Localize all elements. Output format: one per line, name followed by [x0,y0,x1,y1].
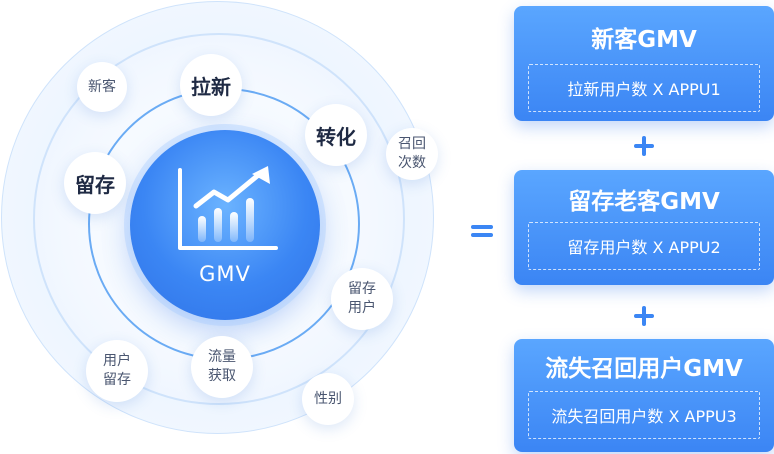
bubble-liucun-yonghu-label: 留存 用户 [348,281,376,316]
bubble-liucun-yonghu: 留存 用户 [331,268,393,330]
bubble-liuliang-huoqu: 流量 获取 [191,336,253,398]
card-formula: 留存用户数 X APPU2 [528,222,760,270]
bubble-zhuanhua-label: 转化 [316,124,356,149]
card-formula: 流失召回用户数 X APPU3 [528,391,760,439]
bubble-zhaohui-cishu: 召回 次数 [386,128,438,180]
growth-chart-icon [178,166,278,250]
gmv-core-circle: GMV [130,130,320,320]
plus-sign [634,306,654,326]
bubble-yonghu-liucun: 用户 留存 [86,340,148,402]
card-formula: 拉新用户数 X APPU1 [528,64,760,112]
card-title: 留存老客GMV [568,189,720,215]
bubble-laxin: 拉新 [180,54,242,116]
bubble-laxin-label: 拉新 [191,74,231,99]
bubble-liucun-label: 留存 [75,172,115,197]
card-churned-recall-gmv: 流失召回用户GMV 流失召回用户数 X APPU3 [514,339,774,452]
card-title: 流失召回用户GMV [545,356,743,382]
equals-sign [471,220,493,242]
bubble-yonghu-liucun-label: 用户 留存 [103,353,131,388]
bubble-xinke-label: 新客 [88,78,116,95]
bubble-xinke: 新客 [77,62,127,112]
card-title: 新客GMV [591,27,697,53]
gmv-label: GMV [199,262,251,286]
card-retained-customer-gmv: 留存老客GMV 留存用户数 X APPU2 [514,170,774,285]
gmv-circle-diagram: GMV 拉新 转化 留存 新客 召回 次数 留存 用户 用户 留存 流量 获取 … [1,1,438,434]
bubble-xingbie: 性别 [302,373,354,425]
card-new-customer-gmv: 新客GMV 拉新用户数 X APPU1 [514,6,774,121]
bubble-liuliang-huoqu-label: 流量 获取 [208,349,236,384]
plus-sign [634,136,654,156]
bubble-zhuanhua: 转化 [305,104,367,166]
bubble-xingbie-label: 性别 [314,390,342,407]
bubble-liucun: 留存 [64,152,126,214]
bubble-zhaohui-cishu-label: 召回 次数 [398,136,426,171]
